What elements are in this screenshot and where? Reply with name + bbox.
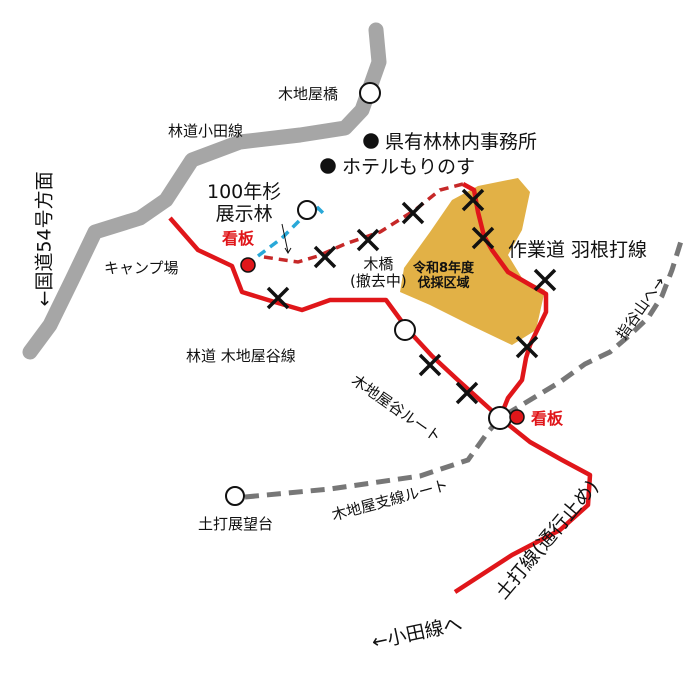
label-harvest-line1: 令和8年度 bbox=[413, 261, 475, 276]
landmark-circle-icon bbox=[297, 200, 317, 220]
label-kijiya-bridge: 木地屋橋 bbox=[278, 85, 339, 103]
signboard-dot-icon bbox=[240, 257, 256, 273]
closed-x-icon bbox=[418, 353, 442, 377]
label-sign-east: 看板 bbox=[531, 409, 564, 428]
landmark-circle-icon bbox=[488, 406, 512, 430]
label-rindo-kijiyadani: 林道 木地屋谷線 bbox=[186, 347, 296, 365]
closed-x-icon bbox=[266, 286, 290, 310]
label-sagyodo: 作業道 羽根打線 bbox=[508, 239, 648, 261]
label-sign-west: 看板 bbox=[222, 229, 255, 248]
harvest-area bbox=[400, 178, 545, 345]
dashed-trail bbox=[263, 182, 464, 264]
closed-marks bbox=[266, 188, 557, 405]
points bbox=[225, 82, 525, 506]
rindo-oda-road bbox=[22, 22, 387, 360]
label-sugi-line2: 展示林 bbox=[215, 202, 273, 225]
label-harvest-area: 令和8年度伐採区域 bbox=[413, 261, 475, 292]
pointer-arrow bbox=[281, 223, 289, 253]
closed-x-icon bbox=[401, 201, 425, 225]
label-rindo-oda: 林道小田線 bbox=[168, 122, 244, 140]
blue-trail bbox=[256, 205, 328, 258]
closed-x-icon bbox=[533, 268, 557, 292]
label-kibashi: 木橋(撤去中) bbox=[350, 255, 407, 291]
label-kibashi-name: 木橋 bbox=[363, 255, 394, 273]
label-camp: キャンプ場 bbox=[104, 259, 179, 277]
label-sugi: 100年杉展示林 bbox=[207, 181, 282, 226]
label-harvest-line2: 伐採区域 bbox=[417, 275, 470, 291]
label-sugi-line1: 100年杉 bbox=[207, 181, 282, 203]
label-kibashi-note: (撤去中) bbox=[350, 272, 407, 291]
closed-x-icon bbox=[356, 228, 380, 252]
landmark-circle-icon bbox=[225, 486, 245, 506]
closed-x-icon bbox=[515, 335, 539, 359]
label-tsuchiuchi-view: 土打展望台 bbox=[198, 515, 274, 533]
label-office: 県有林林内事務所 bbox=[385, 131, 538, 153]
label-hotel: ホテルもりのす bbox=[342, 156, 476, 178]
forest-road-main bbox=[168, 216, 593, 594]
closed-x-icon bbox=[455, 381, 479, 405]
closed-x-icon bbox=[471, 226, 495, 250]
facility-dot-icon bbox=[363, 133, 379, 149]
facility-dot-icon bbox=[320, 158, 336, 174]
landmark-circle-icon bbox=[394, 319, 416, 341]
landmark-circle-icon bbox=[359, 82, 381, 104]
signboard-dot-icon bbox=[509, 409, 525, 425]
sagyodo-haneuchi-line bbox=[461, 182, 549, 419]
closed-x-icon bbox=[461, 188, 485, 212]
closed-x-icon bbox=[313, 245, 337, 269]
label-route54: ←国道54号方面 bbox=[33, 171, 56, 307]
